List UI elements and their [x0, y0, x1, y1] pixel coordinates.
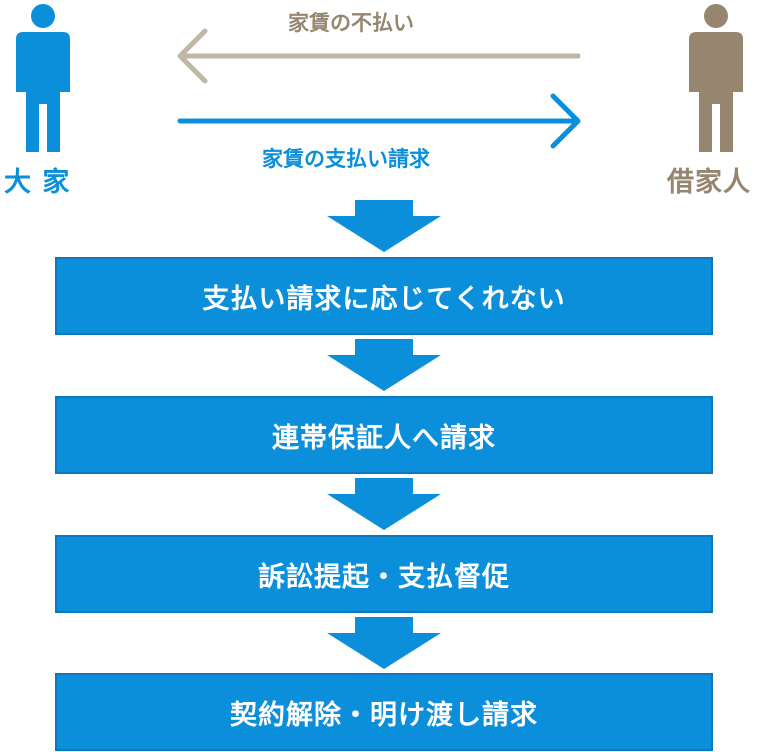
down-arrow-icon	[327, 478, 441, 530]
flow-step-box: 連帯保証人へ請求	[55, 396, 713, 474]
tenant-person-icon	[689, 4, 743, 152]
down-arrow-icon	[327, 339, 441, 391]
flow-step-label: 支払い請求に応じてくれない	[202, 283, 566, 315]
flow-step-label: 訴訟提起・支払督促	[258, 561, 510, 593]
flow-step-box: 支払い請求に応じてくれない	[55, 257, 713, 335]
down-arrow-icon	[327, 200, 441, 252]
flow-step-label: 契約解除・明け渡し請求	[230, 699, 538, 731]
flow-step-box: 契約解除・明け渡し請求	[55, 673, 713, 751]
non-payment-label: 家賃の不払い	[288, 11, 414, 35]
down-arrow-icon	[327, 617, 441, 669]
tenant-label: 借家人	[667, 167, 751, 198]
payment-request-label: 家賃の支払い請求	[262, 147, 430, 171]
flow-step-box: 訴訟提起・支払督促	[55, 535, 713, 613]
landlord-person-icon	[16, 4, 70, 152]
flow-step-label: 連帯保証人へ請求	[272, 422, 496, 454]
landlord-label: 大 家	[4, 167, 71, 198]
